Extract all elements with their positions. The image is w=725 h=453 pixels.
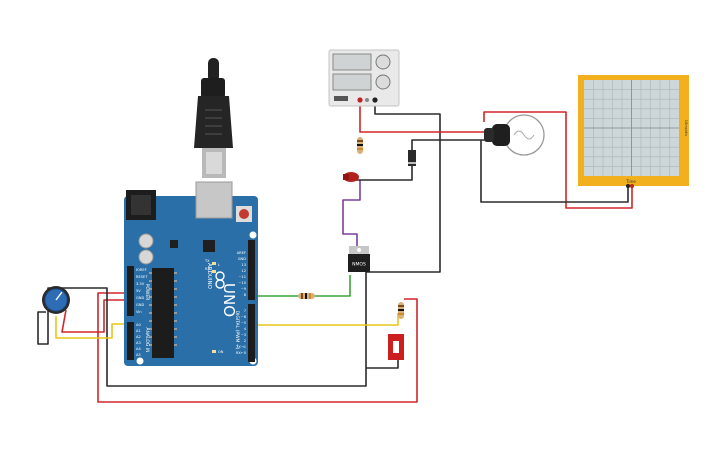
usb-port <box>195 181 233 219</box>
pin-label-gnd-d: GND <box>238 257 246 261</box>
wires <box>37 101 633 403</box>
red-led[interactable] <box>343 172 359 182</box>
pin-label-11: ~11 <box>238 275 246 279</box>
ps-voltage-knob[interactable] <box>375 54 391 70</box>
wire-black-source[interactable] <box>366 101 441 273</box>
scope-probe-positive[interactable] <box>630 184 634 188</box>
pin-label-0: RX←0 <box>236 351 247 355</box>
pin-label-5v: 5V <box>136 289 141 293</box>
oscilloscope-scale-label: 10ms/div <box>684 120 688 137</box>
pin-label-2: 2 <box>244 339 246 343</box>
pin-label-a3: A3 <box>136 341 141 345</box>
digital-header-title: DIGITAL (PWM ~) <box>234 311 240 350</box>
oscilloscope-time-label: Time <box>625 179 636 184</box>
power-header-title: POWER <box>144 284 150 301</box>
wire-green-gate-2[interactable] <box>313 275 351 297</box>
atmega-chip <box>152 268 174 358</box>
pin-label-a0: A0 <box>136 323 141 327</box>
resistor-button[interactable] <box>398 302 404 319</box>
ps-display-voltage <box>332 53 372 71</box>
analog-header-title: ANALOG IN <box>144 327 150 352</box>
oscilloscope[interactable]: Time 10ms/div <box>578 75 689 188</box>
ps-current-knob[interactable] <box>375 74 391 90</box>
pin-label-a1: A1 <box>136 329 141 333</box>
pin-label-a2: A2 <box>136 335 141 339</box>
pin-label-gnd-1: GND <box>136 296 144 300</box>
nmos-transistor[interactable]: NMOS <box>348 246 370 272</box>
uno-label: UNO <box>220 283 238 317</box>
light-bulb[interactable] <box>484 114 545 156</box>
ps-terminal-positive[interactable] <box>357 97 363 103</box>
wire-black-pot[interactable] <box>37 272 367 387</box>
diode[interactable] <box>408 150 416 166</box>
pin-label-8: 8 <box>244 293 247 297</box>
wire-purple-drain[interactable] <box>342 180 361 248</box>
rx-label: RX <box>205 267 210 271</box>
wire-red-scope[interactable] <box>483 111 633 209</box>
wire-black-scope[interactable] <box>480 140 629 203</box>
pin-label-a5: A5 <box>136 353 141 357</box>
wire-red-pot[interactable] <box>61 299 130 333</box>
wire-red-power-loop[interactable] <box>97 292 418 403</box>
push-button[interactable] <box>388 334 404 360</box>
pin-label-4: 4 <box>244 327 247 331</box>
digital-header-bottom <box>248 304 255 362</box>
resistor-gate[interactable] <box>298 293 315 299</box>
pin-label-reset: RESET <box>136 275 148 279</box>
pin-label-3v3: 3.3V <box>136 282 145 286</box>
pin-label-ioref: IOREF <box>136 268 147 272</box>
power-supply[interactable] <box>328 49 400 107</box>
wire-black-diode[interactable] <box>356 139 487 181</box>
pin-label-6: ~6 <box>241 315 247 319</box>
power-header <box>127 266 134 316</box>
pin-label-12: 12 <box>241 269 246 273</box>
pin-label-gnd-2: GND <box>136 303 144 307</box>
on-label: ON <box>218 350 224 354</box>
pin-label-1: TX→1 <box>235 345 246 349</box>
pin-label-vin: Vin <box>136 310 142 314</box>
wire-yellow-pot-a0[interactable] <box>55 316 130 339</box>
pin-label-13: 13 <box>241 263 246 267</box>
wire-red-supply[interactable] <box>359 101 487 133</box>
pin-label-a4: A4 <box>136 347 141 351</box>
ps-display-current <box>332 73 372 91</box>
pin-label-3: ~3 <box>241 333 246 337</box>
pin-label-5: ~5 <box>241 321 246 325</box>
usb-cable[interactable] <box>194 58 233 178</box>
transistor-label: NMOS <box>352 262 366 268</box>
pin-label-aref: AREF <box>237 251 246 255</box>
tx-label: TX <box>204 259 210 263</box>
pin-label-7: 7 <box>244 309 246 313</box>
analog-header <box>127 322 134 360</box>
wire-yellow-button[interactable] <box>258 313 399 326</box>
scope-probe-negative[interactable] <box>626 184 630 188</box>
pin-label-9: ~9 <box>241 287 247 291</box>
arduino-brand-label: ARDUINO <box>206 263 212 290</box>
potentiometer[interactable] <box>42 286 70 314</box>
wire-black-button[interactable] <box>366 360 399 369</box>
arduino-uno-board[interactable]: UNO ARDUINO POWER ANALOG IN DIGITAL (PWM… <box>124 181 258 366</box>
resistor-led[interactable] <box>357 137 363 154</box>
l-label: L <box>218 263 220 267</box>
ps-terminal-negative[interactable] <box>372 97 378 103</box>
pin-label-10: ~10 <box>238 281 246 285</box>
digital-header-top <box>248 240 255 300</box>
